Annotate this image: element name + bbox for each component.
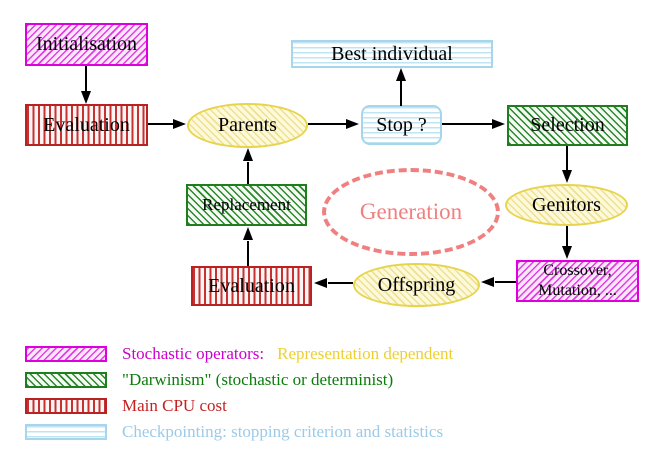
node-crossover-line1: Crossover, xyxy=(543,262,612,280)
legend-swatch-green-hatch xyxy=(25,372,107,388)
node-initialisation-label: Initialisation xyxy=(35,33,138,55)
node-crossover-mutation: Crossover, Mutation, ... xyxy=(516,260,639,302)
node-best-individual: Best individual xyxy=(291,40,493,68)
legend-row-darwinism: "Darwinism" (stochastic or determinist) xyxy=(25,370,394,389)
arrow-evaluation-to-replacement-head xyxy=(243,227,253,240)
node-genitors-label: Genitors xyxy=(532,193,601,216)
node-stop-label: Stop ? xyxy=(376,113,427,136)
node-evaluation-top: Evaluation xyxy=(25,104,148,146)
legend-swatch-blue-stripes xyxy=(25,424,107,440)
node-generation: Generation xyxy=(322,168,500,256)
node-evaluation-bottom: Evaluation xyxy=(191,266,312,306)
node-initialisation: Initialisation xyxy=(25,23,148,66)
arrow-offspring-to-evaluation-line xyxy=(328,282,353,284)
arrow-genitors-to-crossover-head xyxy=(562,246,572,259)
node-evaluation-bottom-label: Evaluation xyxy=(208,274,295,297)
node-crossover-line2: Mutation, ... xyxy=(538,282,617,299)
node-parents-label: Parents xyxy=(218,114,277,136)
arrow-evaluation-to-parents-head xyxy=(173,119,186,129)
legend-swatch-magenta-hatch xyxy=(25,346,107,362)
node-replacement-label: Replacement xyxy=(202,195,291,214)
arrow-initialisation-to-evaluation-line xyxy=(85,66,87,92)
node-best-individual-label: Best individual xyxy=(331,42,453,65)
node-genitors: Genitors xyxy=(505,184,628,226)
arrow-evaluation-to-replacement-line xyxy=(247,241,249,266)
legend-representation-label: Representation dependent xyxy=(277,344,454,363)
arrow-selection-to-genitors-head xyxy=(562,170,572,183)
node-generation-label: Generation xyxy=(359,199,463,224)
arrow-crossover-to-offspring-line xyxy=(495,281,516,283)
node-parents: Parents xyxy=(187,103,308,148)
arrow-stop-to-best-individual-head xyxy=(396,68,406,81)
arrow-stop-to-best-individual-line xyxy=(400,80,402,106)
arrow-stop-to-selection-line xyxy=(442,123,492,125)
arrow-selection-to-genitors-line xyxy=(566,146,568,171)
node-evaluation-top-label: Evaluation xyxy=(43,113,130,136)
legend-checkpointing-label: Checkpointing: stopping criterion and st… xyxy=(122,422,444,441)
legend-row-stochastic-operators: Stochastic operators: Representation dep… xyxy=(25,344,454,363)
legend-stochastic-label: Stochastic operators: xyxy=(122,344,265,363)
arrow-stop-to-selection-head xyxy=(492,119,505,129)
arrow-genitors-to-crossover-line xyxy=(566,226,568,247)
arrow-parents-to-stop-line xyxy=(308,123,346,125)
arrow-evaluation-to-parents-line xyxy=(148,123,173,125)
arrow-replacement-to-parents-line xyxy=(247,162,249,184)
node-offspring-label: Offspring xyxy=(377,273,456,296)
node-replacement: Replacement xyxy=(186,184,307,226)
node-offspring: Offspring xyxy=(353,263,480,307)
legend-swatch-red-stripes xyxy=(25,398,107,414)
arrow-offspring-to-evaluation-head xyxy=(314,278,327,288)
legend-row-cpu-cost: Main CPU cost xyxy=(25,396,227,415)
arrow-initialisation-to-evaluation-head xyxy=(81,91,91,104)
legend-row-checkpointing: Checkpointing: stopping criterion and st… xyxy=(25,422,444,441)
legend-cpu-cost-label: Main CPU cost xyxy=(122,396,227,415)
arrow-parents-to-stop-head xyxy=(346,119,359,129)
node-selection: Selection xyxy=(507,105,628,146)
arrow-crossover-to-offspring-head xyxy=(481,277,494,287)
node-stop: Stop ? xyxy=(361,105,442,145)
arrow-replacement-to-parents-head xyxy=(243,148,253,161)
node-selection-label: Selection xyxy=(530,114,605,136)
legend-darwinism-label: "Darwinism" (stochastic or determinist) xyxy=(122,370,394,389)
